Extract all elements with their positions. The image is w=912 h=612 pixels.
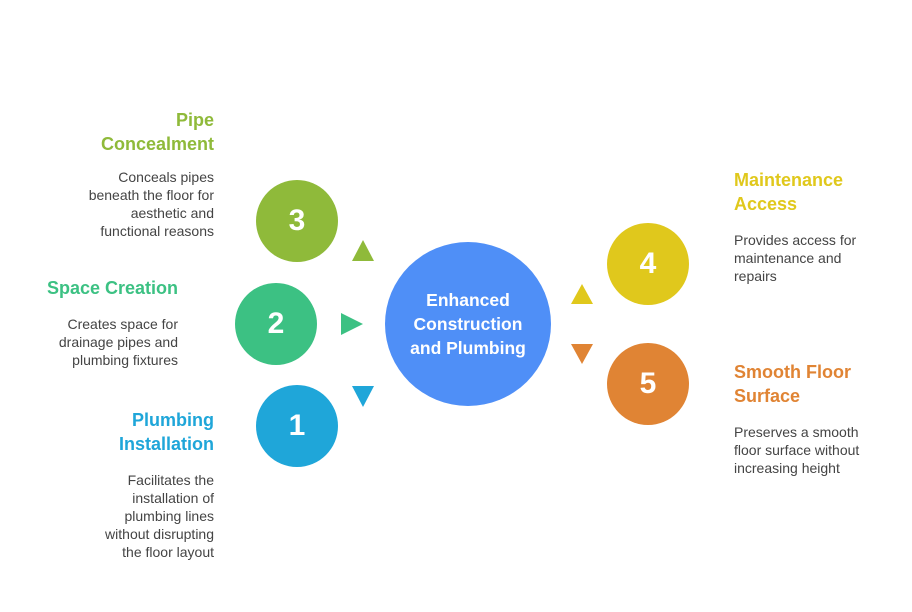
- title-line: Plumbing: [132, 410, 214, 430]
- step-circle-5: 5: [607, 343, 689, 425]
- title-line: Space Creation: [46, 278, 178, 298]
- arrow-up-icon: [352, 240, 374, 261]
- item-title-space-creation: Space Creation: [0, 276, 178, 300]
- step-circle-2: 2: [235, 283, 317, 365]
- description-line: functional reasons: [100, 223, 214, 239]
- title-line: Smooth Floor: [734, 362, 851, 382]
- description-line: Provides access for: [734, 232, 857, 248]
- title-line: Access: [734, 194, 798, 214]
- description-line: Conceals pipes: [118, 169, 214, 185]
- description-line: plumbing fixtures: [72, 352, 178, 368]
- title-line: Installation: [118, 434, 214, 454]
- description-line: without disrupting: [105, 526, 214, 542]
- item-description-smooth-floor-surface: Preserves a smooth floor surface without…: [734, 423, 904, 477]
- description-line: Creates space for: [67, 316, 179, 332]
- item-title-pipe-concealment: Pipe Concealment: [54, 108, 214, 156]
- description-line: repairs: [734, 268, 777, 284]
- center-label-line: Enhanced: [426, 290, 510, 310]
- description-line: floor surface without: [734, 442, 860, 458]
- step-circle-4: 4: [607, 223, 689, 305]
- item-title-maintenance-access: Maintenance Access: [734, 168, 894, 216]
- step-circle-3: 3: [256, 180, 338, 262]
- title-line: Surface: [734, 386, 801, 406]
- center-label: Enhanced Construction and Plumbing: [410, 288, 526, 360]
- description-line: drainage pipes and: [58, 334, 178, 350]
- description-line: beneath the floor for: [88, 187, 214, 203]
- title-line: Pipe: [175, 110, 214, 130]
- arrow-up-icon: [571, 284, 593, 304]
- item-title-smooth-floor-surface: Smooth Floor Surface: [734, 360, 894, 408]
- item-title-plumbing-installation: Plumbing Installation: [54, 408, 214, 456]
- center-circle: Enhanced Construction and Plumbing: [385, 242, 551, 406]
- description-line: plumbing lines: [124, 508, 215, 524]
- step-circle-1: 1: [256, 385, 338, 467]
- title-line: Concealment: [100, 134, 214, 154]
- title-line: Maintenance: [734, 170, 844, 190]
- description-line: Facilitates the: [127, 472, 214, 488]
- item-description-maintenance-access: Provides access for maintenance and repa…: [734, 231, 894, 285]
- item-description-plumbing-installation: Facilitates the installation of plumbing…: [44, 471, 214, 561]
- arrow-down-icon: [352, 386, 374, 407]
- center-label-line: Construction: [413, 314, 523, 334]
- description-line: increasing height: [734, 460, 840, 476]
- arrow-right-icon: [341, 313, 363, 335]
- item-description-pipe-concealment: Conceals pipes beneath the floor for aes…: [44, 168, 214, 240]
- item-description-space-creation: Creates space for drainage pipes and plu…: [0, 315, 178, 369]
- center-label-line: and Plumbing: [410, 338, 526, 358]
- description-line: aesthetic and: [130, 205, 214, 221]
- description-line: installation of: [132, 490, 214, 506]
- arrow-down-icon: [571, 344, 593, 364]
- description-line: the floor layout: [122, 544, 214, 560]
- description-line: Preserves a smooth: [734, 424, 859, 440]
- description-line: maintenance and: [734, 250, 842, 266]
